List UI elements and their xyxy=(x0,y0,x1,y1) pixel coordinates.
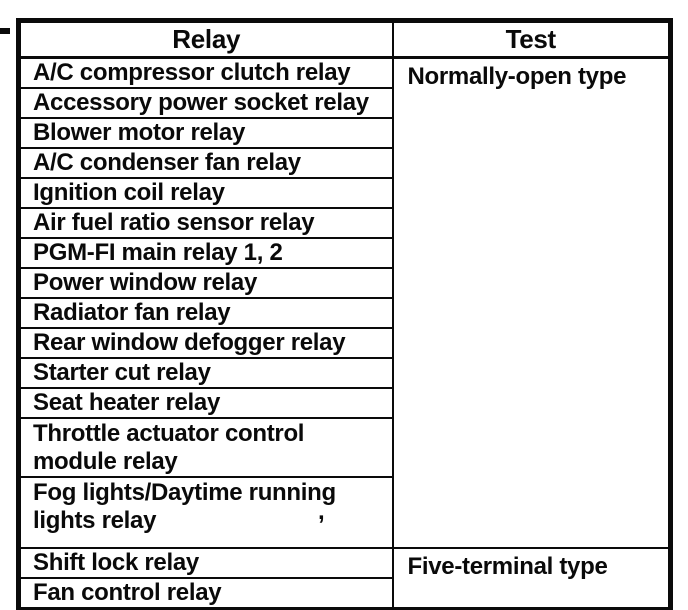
table-row: Shift lock relay Five-terminal type xyxy=(17,547,672,610)
relay-cell: Blower motor relay xyxy=(17,117,394,149)
relay-cell: Throttle actuator control module relay xyxy=(17,417,394,478)
test-column-header: Test xyxy=(391,19,672,59)
relay-cell: Ignition coil relay xyxy=(17,177,394,209)
relay-cell: Rear window defogger relay xyxy=(17,327,394,359)
table-row: Power window relay xyxy=(17,267,671,299)
scan-artifact-edge-mark xyxy=(0,28,10,34)
table-row: A/C compressor clutch relay Normally-ope… xyxy=(17,56,672,549)
test-cell-five-terminal: Five-terminal type xyxy=(391,547,672,610)
table-row: Air fuel ratio sensor relay xyxy=(17,207,671,239)
relay-cell: Power window relay xyxy=(17,267,394,299)
relay-cell: Fog lights/Daytime running lights relay xyxy=(17,476,394,549)
relay-cell: A/C compressor clutch relay xyxy=(17,56,394,89)
table-row: Throttle actuator control module relay xyxy=(17,417,671,478)
table-row: PGM-FI main relay 1, 2 xyxy=(17,237,671,269)
relay-cell: PGM-FI main relay 1, 2 xyxy=(17,237,394,269)
table-row: Ignition coil relay xyxy=(17,177,671,209)
relay-cell: Accessory power socket relay xyxy=(17,87,394,119)
table-row: Blower motor relay xyxy=(17,117,671,149)
relay-test-table: Relay Test A/C compressor clutch relay N… xyxy=(16,18,673,610)
relay-cell: Starter cut relay xyxy=(17,357,394,389)
relay-cell: Shift lock relay xyxy=(17,547,394,579)
table-row: Accessory power socket relay xyxy=(17,87,671,119)
relay-cell: Fan control relay xyxy=(17,577,394,610)
table-row: Starter cut relay xyxy=(17,357,671,389)
table-row: A/C condenser fan relay xyxy=(17,147,671,179)
table-row: Fan control relay xyxy=(17,577,671,610)
table-row: Fog lights/Daytime running lights relay xyxy=(17,476,671,549)
relay-cell: Radiator fan relay xyxy=(17,297,394,329)
scan-artifact-comma: , xyxy=(318,498,325,525)
relay-cell: Seat heater relay xyxy=(17,387,394,419)
table-row: Rear window defogger relay xyxy=(17,327,671,359)
relay-column-header: Relay xyxy=(17,19,394,59)
table-row: Seat heater relay xyxy=(17,387,671,419)
table-header-row: Relay Test xyxy=(17,19,672,59)
table-row: Radiator fan relay xyxy=(17,297,671,329)
relay-cell: A/C condenser fan relay xyxy=(17,147,394,179)
test-cell-normally-open: Normally-open type xyxy=(391,56,672,549)
relay-cell: Air fuel ratio sensor relay xyxy=(17,207,394,239)
